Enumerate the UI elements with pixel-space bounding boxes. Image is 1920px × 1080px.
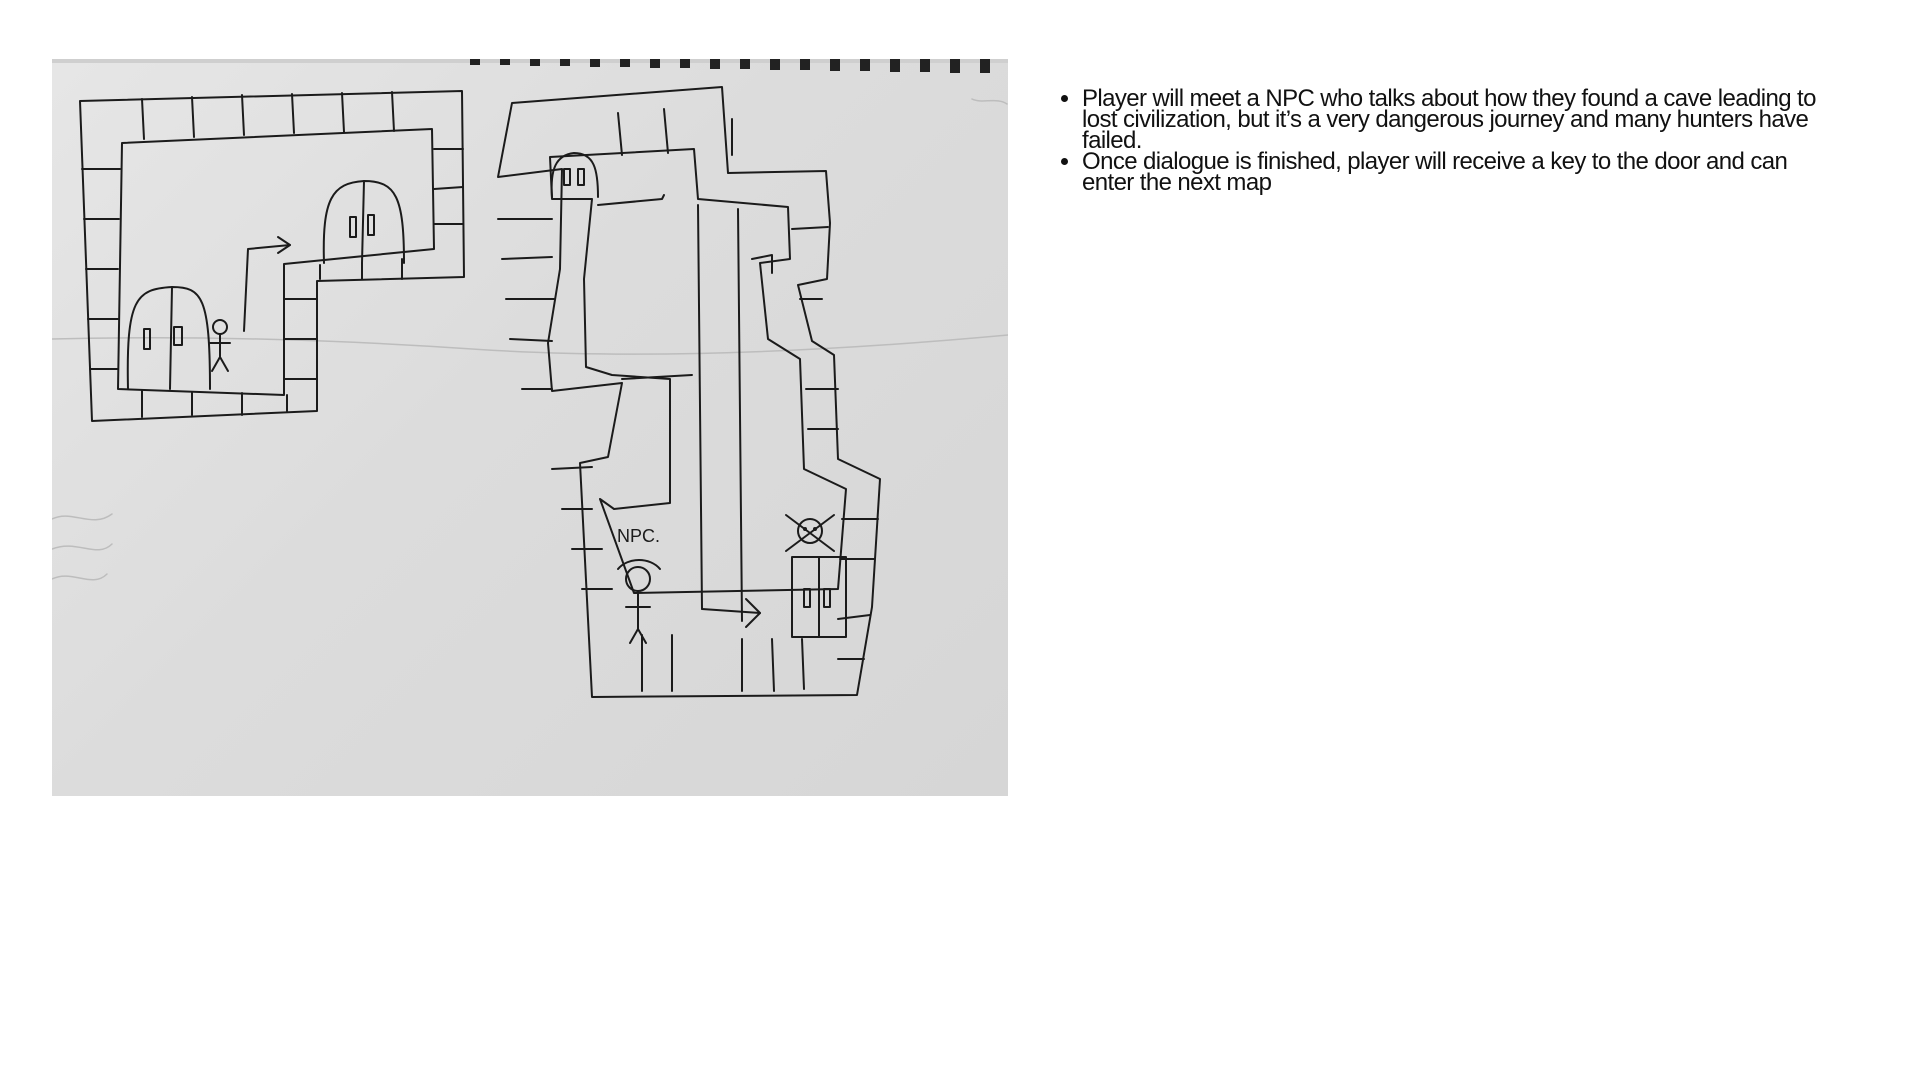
design-notes-list: Player will meet a NPC who talks about h… [1058, 87, 1822, 195]
map-sketch-photo: NPC. [52, 59, 1008, 796]
first-room [79, 90, 465, 422]
note-item: Once dialogue is finished, player will r… [1082, 150, 1822, 195]
level-map-sketch: NPC. [52, 59, 1008, 698]
note-item: Player will meet a NPC who talks about h… [1082, 87, 1822, 153]
bleed-through-marks [52, 98, 1008, 581]
spiral-binding [52, 59, 1008, 73]
cave-path [497, 86, 881, 698]
npc-label: NPC. [617, 526, 660, 546]
